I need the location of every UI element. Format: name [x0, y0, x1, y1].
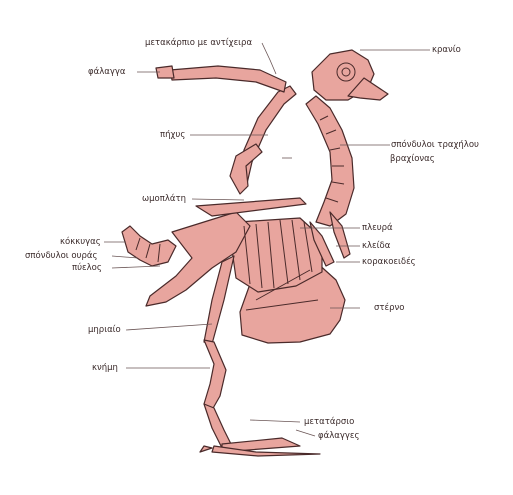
label-pygostyle: κόκκυγας: [60, 237, 101, 247]
metacarpal-bone: [170, 66, 286, 92]
label-caudal-vertebrae: σπόνδυλοι ουράς: [25, 251, 98, 261]
tarsometatarsus-bone: [204, 404, 232, 448]
label-scapula: ωμοπλάτη: [142, 194, 186, 204]
label-coracoid: κορακοειδές: [362, 257, 416, 267]
label-rib: πλευρά: [362, 223, 393, 233]
label-metacarpal: μετακάρπιο με αντίχειρα: [145, 38, 252, 48]
label-humerus: πήχυς: [160, 130, 185, 140]
label-clavicle: κλείδα: [362, 241, 390, 251]
label-phalanges: φάλαγγες: [318, 431, 360, 441]
label-tarsometatarsus: μετατάρσιο: [304, 417, 354, 427]
label-phalanx: φάλαγγα: [88, 67, 126, 77]
label-skull: κρανίο: [432, 45, 461, 55]
label-femur: μηριαίο: [88, 325, 121, 335]
label-cervical-vertebrae: σπόνδυλοι τραχήλου: [391, 140, 479, 150]
tibia-bone: [204, 340, 226, 410]
label-tibia: κνήμη: [92, 363, 118, 373]
neck-bone: [306, 96, 354, 226]
label-pelvis: πύελος: [72, 263, 102, 273]
forearm-bone: [230, 144, 262, 194]
scapula-bone: [196, 198, 306, 216]
label-sternum: στέρνο: [374, 303, 404, 313]
label-arm: βραχίονας: [390, 154, 435, 164]
toe-bone: [200, 446, 212, 452]
